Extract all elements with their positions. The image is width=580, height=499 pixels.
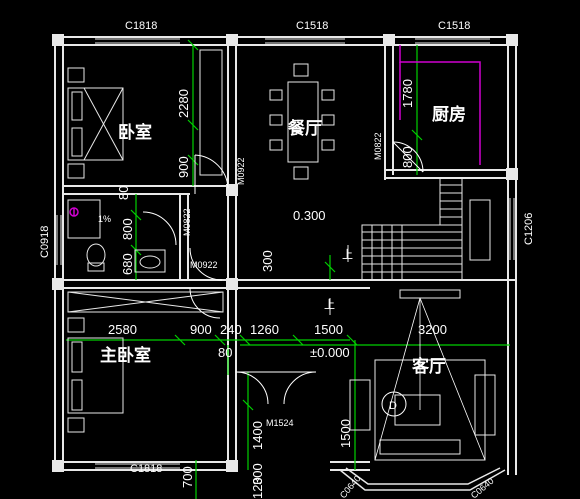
up-mark-label: 上 — [342, 248, 353, 261]
columns — [52, 34, 518, 472]
up-mark-label-2: 上 — [324, 298, 335, 311]
dim-0300: 0.300 — [293, 208, 326, 223]
window-label-top-right: C1518 — [438, 20, 470, 32]
dimension-lines — [66, 39, 510, 499]
slope-label: 1% — [98, 214, 111, 224]
dim-2280: 2280 — [176, 89, 191, 118]
dim-700: 700 — [180, 466, 195, 488]
room-label-living: 客厅 — [411, 356, 446, 377]
floor-drain — [69, 207, 79, 217]
room-label-kitchen: 厨房 — [432, 104, 466, 125]
dim-elevation-0000: ±0.000 — [310, 345, 350, 360]
staircase — [361, 178, 491, 281]
dim-1500-b: 1500 — [338, 419, 353, 448]
dim-2580: 2580 — [108, 322, 137, 337]
window-label-bay-right: C0640 — [469, 476, 496, 499]
bed-master — [67, 291, 224, 433]
room-label-dining: 餐厅 — [288, 118, 322, 139]
window-label-top-mid: C1518 — [296, 20, 328, 32]
door-swings — [142, 154, 317, 405]
dim-800-a: 800 — [400, 146, 415, 168]
door-label-m0922-b: M0922 — [190, 260, 218, 270]
dim-1780: 1780 — [400, 79, 415, 108]
dim-900-b: 900 — [190, 322, 212, 337]
door-label-m1524: M1524 — [266, 418, 294, 428]
window-label-bottom-left: C1818 — [130, 463, 162, 475]
room-label-master-bedroom: 主卧室 — [100, 345, 151, 366]
labels: 卧室 餐厅 厨房 主卧室 客厅 C1818 C1518 C1518 C1818 … — [39, 20, 535, 499]
room-label-bedroom: 卧室 — [118, 122, 152, 143]
dim-680: 680 — [120, 253, 135, 275]
d-marker-circle — [381, 391, 407, 417]
bathroom-fixtures — [67, 199, 166, 273]
light-lines — [374, 297, 486, 461]
dim-240: 240 — [220, 322, 242, 337]
dim-3200: 3200 — [418, 322, 447, 337]
door-label-m0822-a: M0822 — [373, 132, 383, 160]
dim-1400: 1400 — [250, 421, 265, 450]
dim-80-b: 80 — [218, 345, 232, 360]
dim-80-a: 80 — [116, 186, 131, 200]
dim-1260: 1260 — [250, 322, 279, 337]
living-furniture — [349, 289, 496, 461]
window-label-left-side: C0918 — [39, 226, 51, 258]
bed-top — [67, 49, 223, 179]
door-label-m0822-b: M0822 — [182, 208, 192, 236]
dim-800-b: 800 — [120, 218, 135, 240]
dim-300-b: 300 — [250, 463, 265, 485]
dim-300-a: 300 — [260, 250, 275, 272]
window-label-top-left: C1818 — [125, 20, 157, 32]
kitchen-counter — [399, 45, 481, 165]
door-label-m0922-a: M0922 — [236, 157, 246, 185]
up-arrows — [329, 245, 349, 315]
kitchen-door — [392, 141, 424, 173]
exterior-walls — [54, 36, 517, 475]
dim-900-a: 900 — [176, 156, 191, 178]
bay-window — [339, 467, 506, 491]
d-mark-label: D — [389, 400, 397, 412]
dim-120: 120 — [250, 477, 265, 499]
dining-table — [269, 63, 335, 180]
window-lines — [56, 38, 515, 469]
dim-1500-a: 1500 — [314, 322, 343, 337]
window-label-right-side: C1206 — [523, 213, 535, 245]
